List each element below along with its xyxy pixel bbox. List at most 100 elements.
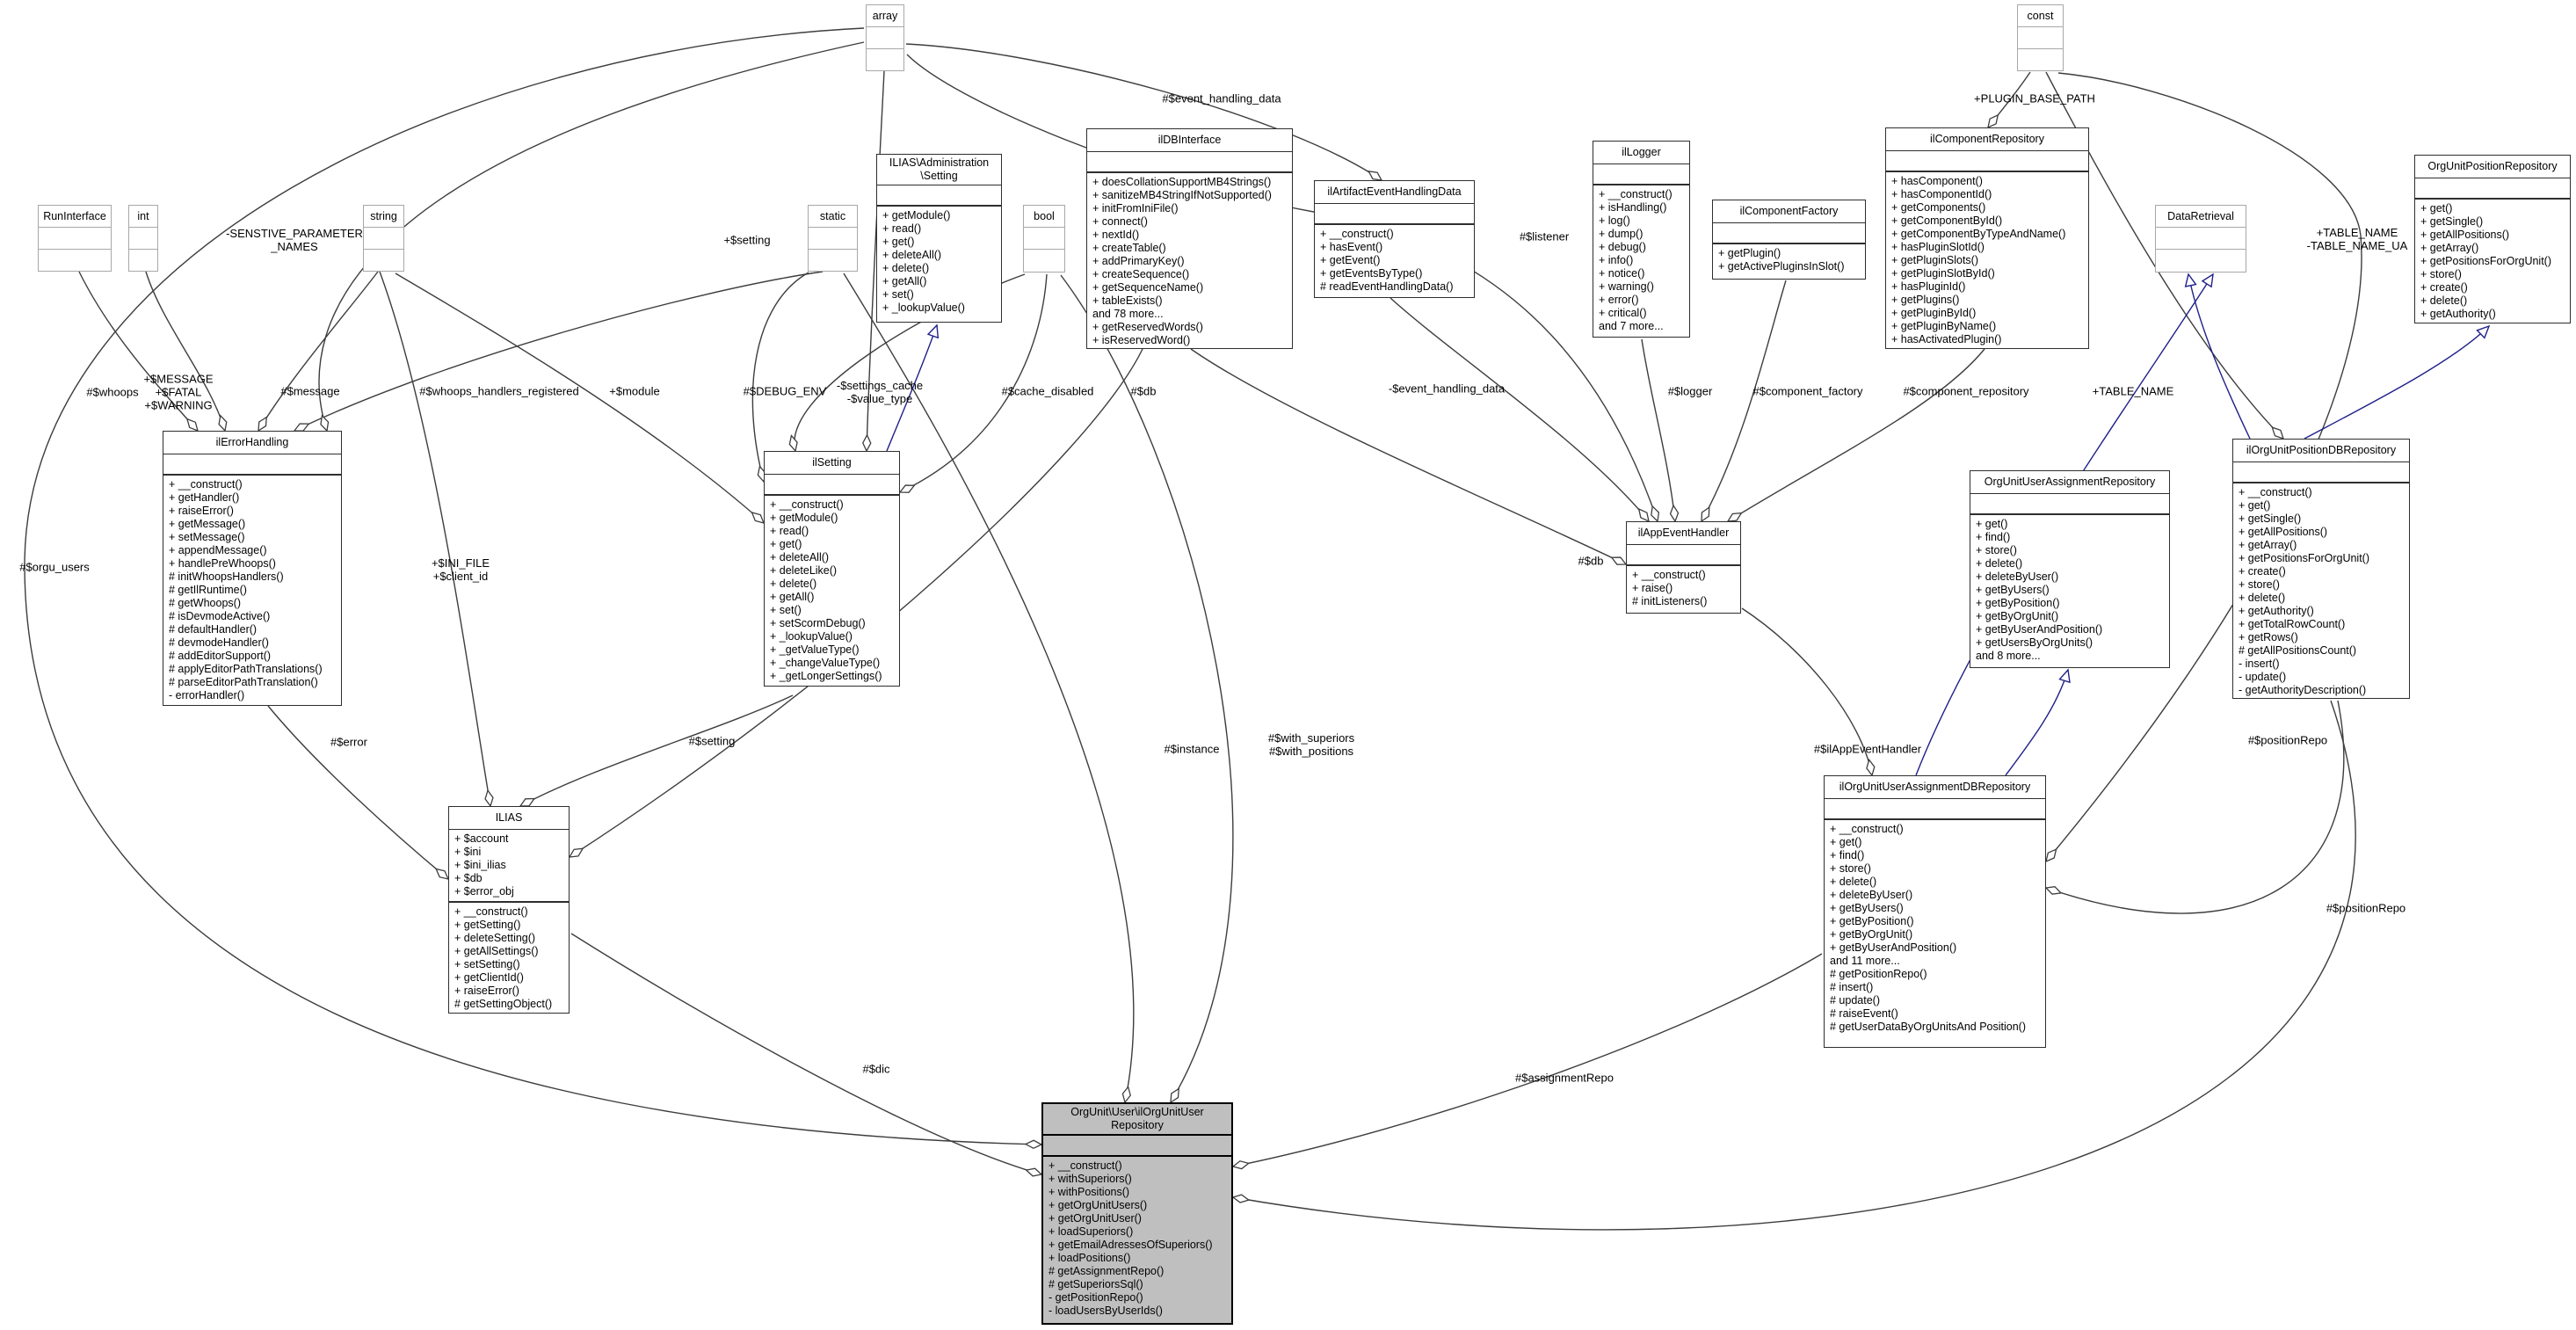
edge-il-app-event-handler bbox=[1741, 607, 1876, 777]
class-ilorgunitpositiondbrepository[interactable]: ilOrgUnitPositionDBRepository + __constr… bbox=[2232, 439, 2410, 699]
class-ilias-administration-setting[interactable]: ILIAS\Administration \Setting + getModul… bbox=[876, 154, 1002, 323]
member-line: # getWhoops() bbox=[169, 597, 241, 609]
class-array[interactable]: array bbox=[866, 4, 904, 71]
edge-table-name-ua bbox=[2045, 72, 2362, 863]
class-title: bool bbox=[1024, 206, 1064, 228]
member-line: + create() bbox=[2239, 565, 2286, 578]
edge-label-dic: #$dic bbox=[862, 1062, 890, 1076]
member-line: + __construct() bbox=[770, 498, 844, 511]
class-string[interactable]: string bbox=[363, 205, 404, 272]
member-line: + delete() bbox=[770, 578, 817, 590]
edge-dic bbox=[570, 933, 1043, 1177]
member-line: + info() bbox=[1599, 254, 1634, 266]
member-line: + __construct() bbox=[2239, 486, 2312, 498]
class-attributes bbox=[1315, 204, 1474, 225]
class-bool[interactable]: bool bbox=[1023, 205, 1065, 273]
member-line: + getOrgUnitUser() bbox=[1049, 1212, 1142, 1225]
edge-module bbox=[395, 273, 766, 524]
member-line: + getModule() bbox=[770, 512, 838, 524]
class-ilcomponentfactory[interactable]: ilComponentFactory + getPlugin()+ getAct… bbox=[1712, 200, 1866, 280]
class-dataretrieval[interactable]: DataRetrieval bbox=[2155, 205, 2246, 273]
member-line: + getAuthority() bbox=[2420, 308, 2496, 320]
member-line: + __construct() bbox=[1049, 1159, 1122, 1172]
member-line: + loadSuperiors() bbox=[1049, 1225, 1134, 1238]
empty-compartment bbox=[364, 250, 403, 271]
member-line: + setScormDebug() bbox=[770, 617, 866, 629]
edge-label-debug-env: #$DEBUG_ENV bbox=[743, 384, 827, 398]
member-line: # update() bbox=[1830, 994, 1880, 1007]
class-attributes bbox=[2415, 178, 2570, 200]
class-title: RunInterface bbox=[39, 206, 111, 228]
class-attributes bbox=[765, 475, 899, 496]
class-ilcomponentrepository[interactable]: ilComponentRepository + hasComponent()+ … bbox=[1885, 127, 2089, 349]
member-line: + hasActivatedPlugin() bbox=[1891, 333, 2002, 345]
member-line: # initWhoopsHandlers() bbox=[169, 571, 284, 583]
class-orgunituserrepository-main[interactable]: OrgUnit\User\ilOrgUnitUser Repository + … bbox=[1041, 1102, 1233, 1325]
edge-db-appevt bbox=[1190, 348, 1628, 565]
member-line: + hasPluginId() bbox=[1891, 280, 1966, 293]
edge-label-db-setting: #$db bbox=[1130, 384, 1157, 398]
class-attributes: + $account+ $ini+ $ini_ilias+ $db+ $erro… bbox=[449, 830, 569, 903]
member-line: + delete() bbox=[2239, 592, 2286, 604]
class-ilappeventhandler[interactable]: ilAppEventHandler + __construct()+ raise… bbox=[1626, 521, 1741, 614]
edge-label-orgu-users: #$orgu_users bbox=[19, 560, 90, 574]
member-line: + getByPosition() bbox=[1976, 597, 2060, 609]
member-line: + getPluginSlots() bbox=[1891, 254, 1979, 266]
class-title: ilOrgUnitUserAssignmentDBRepository bbox=[1825, 776, 2045, 799]
empty-compartment bbox=[809, 250, 857, 271]
member-line: + set() bbox=[770, 604, 802, 616]
class-ilorgunituserassignmentdbrepository[interactable]: ilOrgUnitUserAssignmentDBRepository + __… bbox=[1824, 775, 2046, 1048]
class-illogger[interactable]: ilLogger + __construct()+ isHandling()+ … bbox=[1593, 141, 1690, 338]
class-ildbinterface[interactable]: ilDBInterface + doesCollationSupportMB4S… bbox=[1086, 128, 1293, 349]
member-line: + raiseError() bbox=[454, 985, 519, 997]
member-line: - update() bbox=[2239, 671, 2287, 683]
member-line: + create() bbox=[2420, 281, 2468, 294]
class-static[interactable]: static bbox=[808, 205, 858, 272]
class-methods: + get()+ find()+ store()+ delete()+ dele… bbox=[1970, 515, 2169, 665]
member-line: + get() bbox=[882, 236, 915, 248]
member-line: + getPositionsForOrgUnit() bbox=[2420, 255, 2552, 267]
member-line: + $account bbox=[454, 832, 509, 845]
member-line: + getPositionsForOrgUnit() bbox=[2239, 552, 2370, 564]
class-const[interactable]: const bbox=[2017, 4, 2064, 71]
class-ilias[interactable]: ILIAS + $account+ $ini+ $ini_ilias+ $db+… bbox=[448, 806, 570, 1014]
member-line: # parseEditorPathTranslation() bbox=[169, 676, 318, 688]
member-line: # getUserDataByOrgUnitsAnd Position() bbox=[1830, 1021, 2027, 1033]
member-line: + __construct() bbox=[1632, 569, 1706, 581]
edge-db-ilias bbox=[568, 348, 1143, 858]
member-line: + getSetting() bbox=[454, 919, 521, 931]
class-title: string bbox=[364, 206, 403, 228]
member-line: + getComponents() bbox=[1891, 201, 1986, 214]
class-ilerrorhandling[interactable]: ilErrorHandling + __construct()+ getHand… bbox=[163, 431, 342, 706]
edge-logger bbox=[1641, 338, 1680, 523]
class-ilsetting[interactable]: ilSetting + __construct()+ getModule()+ … bbox=[764, 451, 900, 687]
edge-label-instance: #$instance bbox=[1164, 742, 1220, 756]
member-line: + sanitizeMB4StringIfNotSupported() bbox=[1092, 189, 1272, 201]
class-orgunituserassignmentrepository[interactable]: OrgUnitUserAssignmentRepository + get()+… bbox=[1970, 470, 2170, 668]
edge-label-cache-disabled: #$cache_disabled bbox=[1001, 384, 1094, 398]
member-line: # applyEditorPathTranslations() bbox=[169, 663, 323, 675]
edge-label-position-repo-2: #$positionRepo bbox=[2326, 901, 2406, 915]
member-line: + find() bbox=[1830, 849, 1865, 861]
edge-inherit-assignment-repo bbox=[2005, 668, 2071, 776]
edge-label-error: #$error bbox=[330, 735, 367, 749]
class-int[interactable]: int bbox=[128, 205, 158, 272]
class-attributes bbox=[2233, 462, 2409, 483]
member-line: + getByUserAndPosition() bbox=[1976, 623, 2103, 636]
class-methods: + __construct()+ raise()# initListeners(… bbox=[1627, 566, 1740, 611]
class-title: const bbox=[2018, 5, 2063, 27]
class-ilartifacteventhandlingdata[interactable]: ilArtifactEventHandlingData + __construc… bbox=[1314, 180, 1475, 298]
edge-label-assignment-repo: #$assignmentRepo bbox=[1514, 1071, 1615, 1085]
member-line: + __construct() bbox=[454, 905, 528, 918]
member-line: + addPrimaryKey() bbox=[1092, 255, 1185, 267]
empty-compartment bbox=[364, 228, 403, 250]
member-line: + log() bbox=[1599, 214, 1630, 227]
member-line: + deleteByUser() bbox=[1830, 889, 1913, 901]
member-line: + getArray() bbox=[2420, 242, 2479, 254]
member-line: + set() bbox=[882, 288, 914, 301]
member-line: + getMessage() bbox=[169, 518, 246, 530]
member-line: + getByPosition() bbox=[1830, 915, 1914, 927]
member-line: + $error_obj bbox=[454, 885, 514, 898]
class-runinterface[interactable]: RunInterface bbox=[38, 205, 112, 272]
class-orgunitpositionrepository[interactable]: OrgUnitPositionRepository + get()+ getSi… bbox=[2414, 155, 2571, 323]
